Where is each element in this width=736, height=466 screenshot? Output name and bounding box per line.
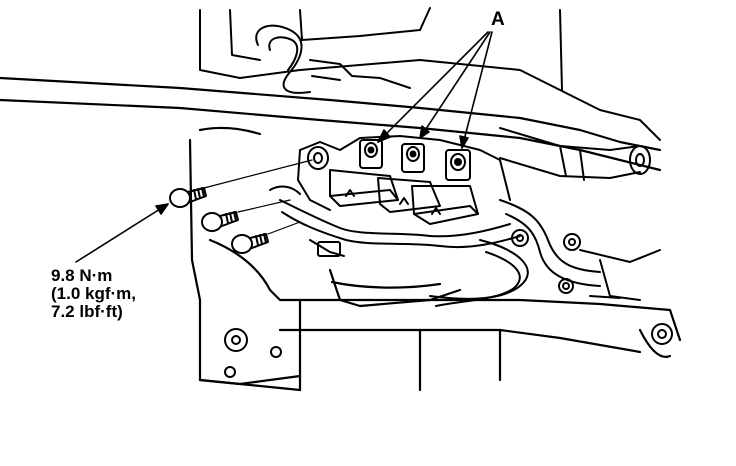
lower-wire-loop — [429, 239, 529, 307]
engine-block-outline — [188, 138, 682, 392]
callout-a-arrows — [377, 31, 493, 149]
right-tube — [499, 127, 651, 181]
lower-bosses — [224, 323, 673, 378]
part-callout-letter: A — [491, 9, 505, 30]
mounting-bolt-1 — [169, 187, 207, 208]
sensor-bracket — [297, 135, 511, 211]
sensor-unit-1 — [329, 139, 399, 207]
hose-loop — [255, 24, 411, 94]
torque-spec-nm: 9.8 N·m — [51, 266, 113, 285]
right-cable-clamps — [499, 199, 661, 301]
horizontal-rail — [0, 76, 662, 172]
torque-spec-lbfft: 7.2 lbf·ft) — [51, 301, 123, 321]
sensor-unit-2 — [377, 143, 441, 213]
torque-spec-kgfm: (1.0 kgf·m, — [51, 283, 137, 303]
torque-spec-callout: 9.8 N·m (1.0 kgf·m, 7.2 lbf·ft) — [51, 267, 136, 321]
torque-arrow — [75, 203, 169, 263]
mounting-bolt-3 — [231, 233, 269, 254]
mounting-bolt-2 — [201, 211, 239, 232]
upper-frame-outline — [199, 7, 661, 141]
bolt-leader-lines — [203, 159, 313, 235]
sensor-unit-3 — [411, 149, 479, 225]
